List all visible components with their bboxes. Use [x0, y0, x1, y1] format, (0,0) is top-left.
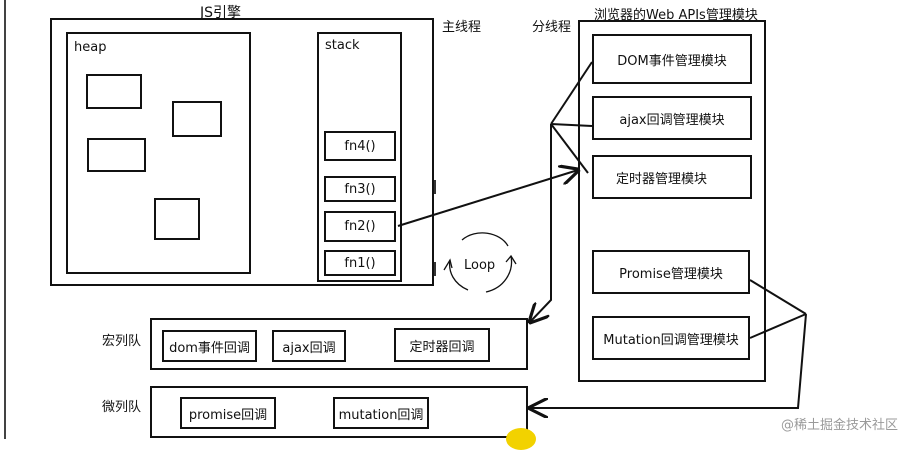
loop-arrowhead-2	[443, 258, 453, 271]
worker-thread-label: 分线程	[532, 20, 572, 35]
connector-lines	[397, 61, 807, 439]
mutation-callback-module: Mutation回调管理模块	[592, 316, 750, 360]
loop-label: Loop	[464, 258, 496, 273]
webapis-title: 浏览器的Web APIs管理模块	[594, 8, 758, 23]
promise-to-hub-line	[749, 279, 807, 315]
watermark: @稀土掘金技术社区	[780, 418, 898, 433]
loop-circular-arrow	[448, 232, 513, 293]
timer-module: 定时器管理模块	[592, 155, 752, 199]
macro-item-ajax: ajax回调	[272, 330, 346, 362]
macro-item-dom: dom事件回调	[162, 330, 257, 362]
heap-label: heap	[74, 40, 107, 55]
micro-item-promise: promise回调	[180, 397, 276, 429]
macro-queue-label: 宏列队	[102, 334, 142, 349]
macro-queue-box	[150, 318, 528, 370]
stack-frame-fn1: fn1()	[324, 250, 396, 276]
loop-arrowhead-1	[505, 254, 517, 265]
main-thread-label: 主线程	[442, 20, 482, 35]
micro-item-mutation: mutation回调	[333, 397, 429, 429]
dom-event-module: DOM事件管理模块	[592, 34, 752, 84]
macro-item-timer: 定时器回调	[394, 328, 490, 362]
micro-queue-label: 微列队	[102, 400, 142, 415]
heap-object	[86, 74, 142, 109]
hub-to-dom-line	[550, 61, 593, 125]
stack-frame-fn4: fn4()	[324, 131, 396, 161]
mutation-to-hub-line	[749, 313, 807, 339]
webapis-box	[578, 20, 766, 382]
hub-to-micro-queue-arrow	[530, 313, 807, 408]
engine-title: JS引擎	[200, 5, 242, 21]
stack-label: stack	[325, 38, 360, 53]
micro-queue-box	[150, 386, 528, 438]
hub-to-timer-line	[550, 123, 589, 174]
left-edge-line	[4, 0, 6, 439]
heap-object	[154, 198, 200, 240]
stack-frame-fn3: fn3()	[324, 176, 396, 202]
hub-to-macro-queue-arrow	[530, 124, 552, 322]
fn2-to-webapis-arrow	[397, 170, 578, 227]
cursor-highlight-mark	[506, 428, 536, 450]
ajax-callback-module: ajax回调管理模块	[592, 96, 752, 140]
engine-border-tick-2	[434, 262, 436, 276]
heap-object	[172, 101, 222, 137]
hub-to-ajax-line	[550, 123, 593, 127]
heap-object	[87, 138, 146, 172]
js-engine-box	[50, 18, 434, 286]
heap-box	[66, 32, 251, 274]
promise-module: Promise管理模块	[592, 250, 750, 294]
stack-frame-fn2: fn2()	[324, 211, 396, 242]
stack-box	[317, 32, 402, 282]
engine-border-tick	[434, 180, 436, 194]
